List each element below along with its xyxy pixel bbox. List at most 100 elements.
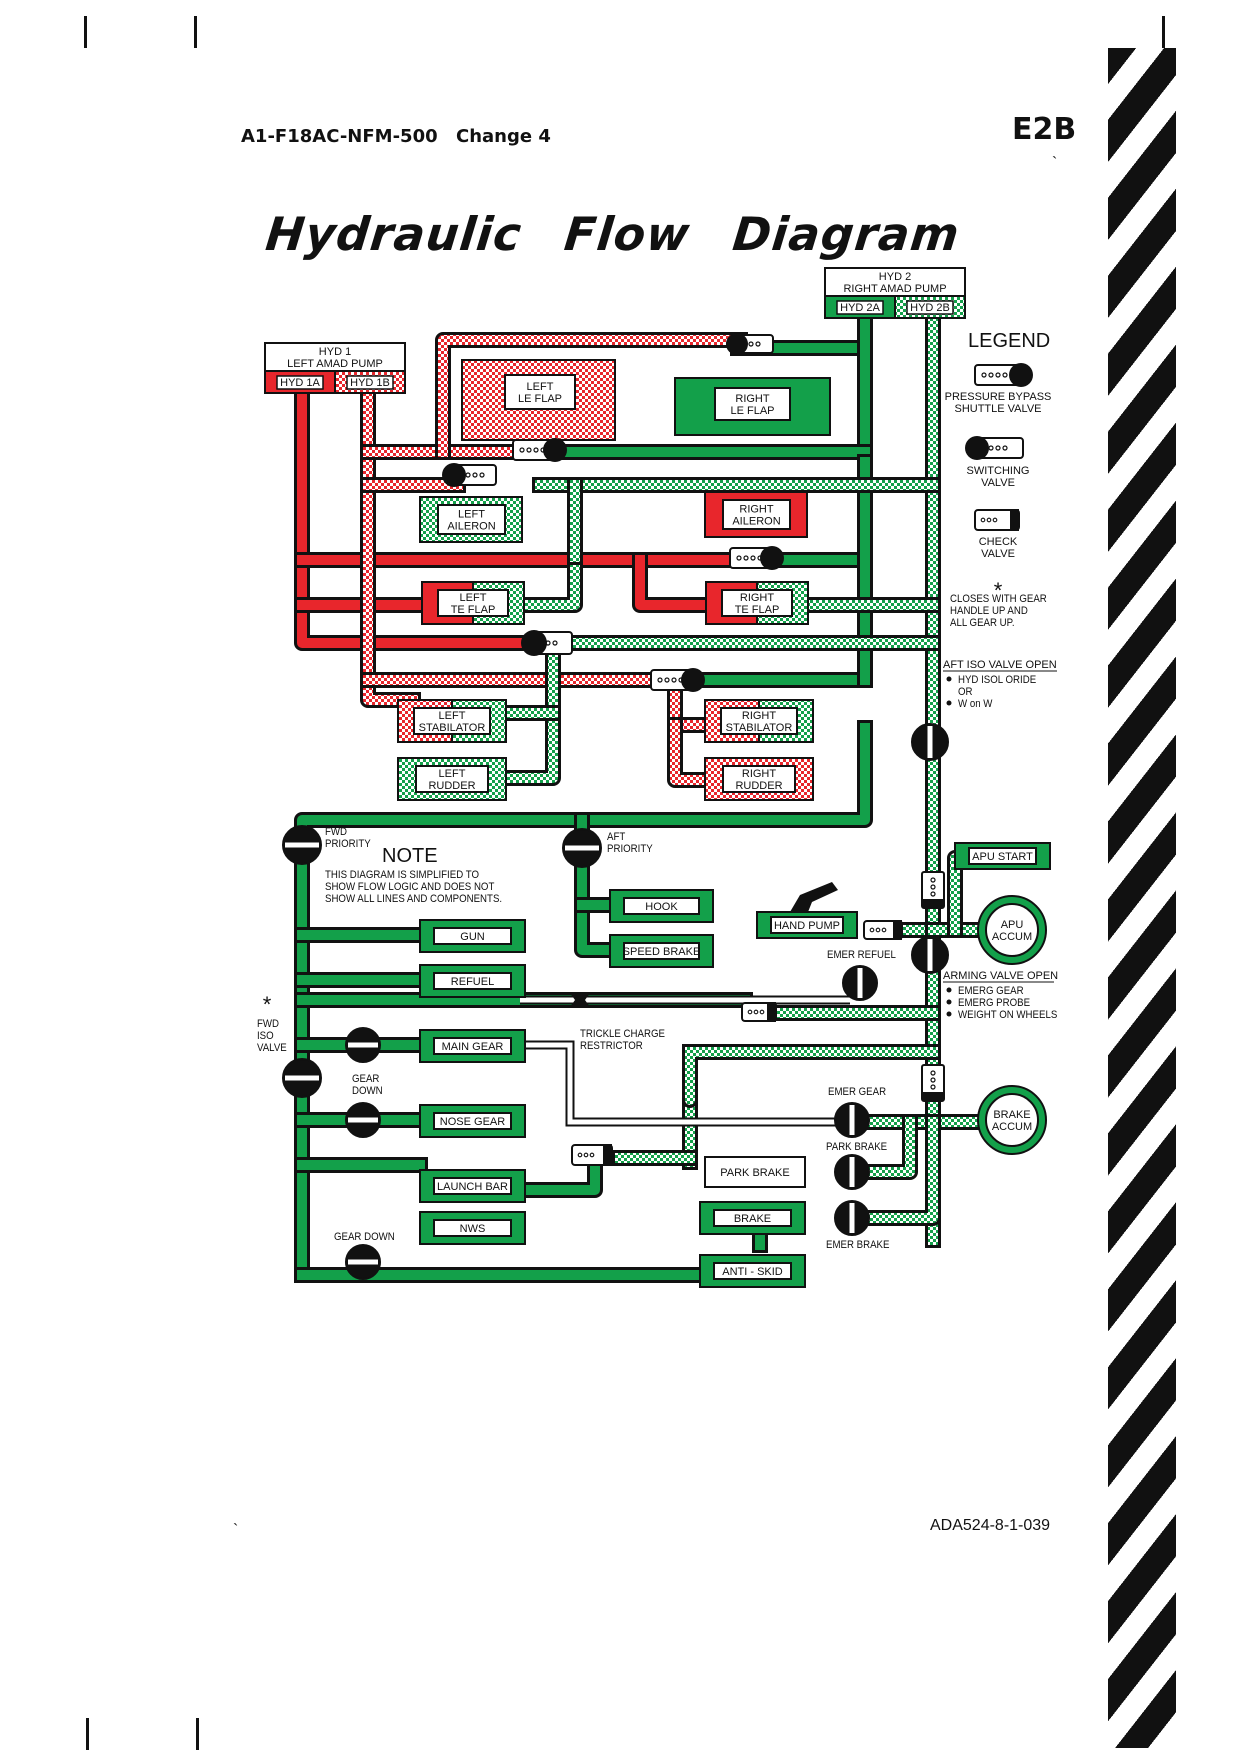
- hand-pump-check-valve: [864, 920, 902, 940]
- svg-text:DOWN: DOWN: [352, 1086, 383, 1098]
- svg-text:PRIORITY: PRIORITY: [325, 839, 371, 851]
- svg-text:*: *: [263, 992, 272, 1017]
- component-anti-skid-label: ANTI - SKID: [714, 1263, 791, 1279]
- svg-text:SHUTTLE VALVE: SHUTTLE VALVE: [954, 403, 1041, 415]
- svg-text:LEFT: LEFT: [439, 710, 466, 722]
- legend-item-1-label: PRESSURE BYPASSSHUTTLE VALVE: [945, 391, 1052, 415]
- arming-title: ARMING VALVE OPEN: [943, 970, 1058, 982]
- hyd1b-main-line: [368, 392, 413, 700]
- svg-text:RIGHT: RIGHT: [739, 503, 774, 515]
- component-launch-bar-label: LAUNCH BAR: [434, 1178, 511, 1194]
- emer-refuel-valve: [843, 966, 877, 1000]
- aft-priority-valve: [563, 829, 601, 867]
- actuator-right-aileron-label: RIGHTAILERON: [723, 500, 790, 529]
- svg-text:HYD 2B: HYD 2B: [910, 302, 950, 314]
- svg-text:EMER REFUEL: EMER REFUEL: [827, 950, 896, 962]
- nose-gear-check-valve: [572, 1144, 612, 1166]
- gear-down-valve: [346, 1028, 380, 1062]
- component-brake-label: BRAKE: [714, 1210, 791, 1226]
- emer-gear-valve: [835, 1103, 869, 1137]
- fwd-iso-asterisk: *: [263, 992, 272, 1017]
- svg-text:PARK BRAKE: PARK BRAKE: [826, 1142, 887, 1154]
- svg-text:BRAKE: BRAKE: [993, 1109, 1030, 1121]
- svg-text:HYD 1A: HYD 1A: [280, 377, 320, 389]
- fwd-iso-valve: [283, 1059, 321, 1097]
- component-main-gear-label: MAIN GEAR: [434, 1038, 511, 1054]
- svg-text:TE FLAP: TE FLAP: [451, 604, 496, 616]
- emer-brake-label: EMER BRAKE: [826, 1240, 890, 1252]
- fwd-priority-label: FWDPRIORITY: [325, 827, 371, 851]
- svg-text:THIS DIAGRAM IS SIMPLIFIED TO: THIS DIAGRAM IS SIMPLIFIED TO: [325, 870, 479, 882]
- svg-text:RESTRICTOR: RESTRICTOR: [580, 1041, 643, 1053]
- svg-text:TRICKLE CHARGE: TRICKLE CHARGE: [580, 1029, 665, 1041]
- svg-text:EMER GEAR: EMER GEAR: [828, 1087, 886, 1099]
- legend-item-2-label: SWITCHINGVALVE: [967, 465, 1030, 489]
- switching-valve-icon: [965, 436, 1023, 460]
- note-text: THIS DIAGRAM IS SIMPLIFIED TOSHOW FLOW L…: [325, 870, 502, 906]
- svg-text:REFUEL: REFUEL: [451, 976, 494, 988]
- svg-text:RIGHT AMAD PUMP: RIGHT AMAD PUMP: [843, 283, 946, 295]
- svg-text:ISO: ISO: [257, 1031, 274, 1043]
- svg-text:LE FLAP: LE FLAP: [518, 393, 562, 405]
- svg-text:STABILATOR: STABILATOR: [726, 722, 793, 734]
- svg-text:OR: OR: [958, 687, 973, 699]
- emer-brake-valve: [835, 1201, 869, 1235]
- aft-iso-conditions: HYD ISOL ORIDEORW on W: [958, 675, 1036, 711]
- legend-asterisk-note: CLOSES WITH GEARHANDLE UP ANDALL GEAR UP…: [950, 594, 1047, 630]
- actuator-left-le-flap-label: LEFTLE FLAP: [505, 375, 575, 409]
- svg-text:GEAR: GEAR: [352, 1074, 379, 1086]
- svg-text:LEFT: LEFT: [439, 768, 466, 780]
- svg-text:AFT ISO VALVE OPEN: AFT ISO VALVE OPEN: [943, 659, 1057, 671]
- brake-shuttle-valve: [922, 1065, 944, 1101]
- svg-text:LEFT AMAD PUMP: LEFT AMAD PUMP: [287, 358, 383, 370]
- svg-text:LEFT: LEFT: [527, 381, 554, 393]
- emer-refuel-label: EMER REFUEL: [827, 950, 896, 962]
- svg-text:RUDDER: RUDDER: [428, 780, 475, 792]
- actuator-right-stabilator-label: RIGHTSTABILATOR: [721, 708, 797, 734]
- component-hook-label: HOOK: [624, 898, 699, 914]
- trickle-charge-label: TRICKLE CHARGERESTRICTOR: [580, 1029, 665, 1053]
- svg-text:APU: APU: [1001, 919, 1024, 931]
- svg-text:HAND PUMP: HAND PUMP: [774, 920, 840, 932]
- svg-text:CLOSES WITH GEAR: CLOSES WITH GEAR: [950, 594, 1047, 606]
- legend-item-3-label: CHECKVALVE: [979, 536, 1018, 560]
- svg-text:SWITCHING: SWITCHING: [967, 465, 1030, 477]
- svg-text:W on W: W on W: [958, 699, 993, 711]
- actuator-left-stabilator-label: LEFTSTABILATOR: [414, 708, 490, 734]
- svg-text:HYD 2A: HYD 2A: [840, 302, 880, 314]
- gear-down-nose-valve: [346, 1103, 380, 1137]
- svg-text:ACCUM: ACCUM: [992, 1121, 1032, 1133]
- aft-iso-valve: [912, 724, 948, 760]
- svg-text:NOSE GEAR: NOSE GEAR: [440, 1116, 505, 1128]
- note-title: NOTE: [382, 845, 438, 867]
- component-refuel-label: REFUEL: [434, 973, 511, 989]
- svg-text:RUDDER: RUDDER: [735, 780, 782, 792]
- component-apu-accum: APUACCUM: [978, 896, 1046, 964]
- refuel-check-valve: [742, 1002, 776, 1022]
- arming-conditions: EMERG GEAREMERG PROBEWEIGHT ON WHEELS: [958, 986, 1057, 1022]
- svg-text:ARMING VALVE OPEN: ARMING VALVE OPEN: [943, 970, 1058, 982]
- svg-text:AILERON: AILERON: [732, 515, 780, 527]
- check-valve-icon: [975, 509, 1019, 531]
- svg-text:HYD 2: HYD 2: [879, 271, 911, 283]
- component-park-brake: PARK BRAKE: [705, 1157, 805, 1187]
- gear-down-label: GEARDOWN: [352, 1074, 383, 1098]
- component-brake-accum: BRAKEACCUM: [978, 1086, 1046, 1154]
- aft-priority-label: AFTPRIORITY: [607, 832, 653, 856]
- svg-text:CHECK: CHECK: [979, 536, 1018, 548]
- bullet: [947, 677, 952, 682]
- svg-text:SHOW FLOW LOGIC AND DOES NOT: SHOW FLOW LOGIC AND DOES NOT: [325, 882, 495, 894]
- svg-text:RIGHT: RIGHT: [735, 393, 770, 405]
- svg-text:AFT: AFT: [607, 832, 626, 844]
- svg-text:HOOK: HOOK: [645, 901, 678, 913]
- svg-text:LAUNCH BAR: LAUNCH BAR: [437, 1181, 508, 1193]
- svg-text:VALVE: VALVE: [981, 548, 1015, 560]
- emer-gear-label: EMER GEAR: [828, 1087, 886, 1099]
- bullet: [947, 701, 952, 706]
- aileron-shuttle-valve: [442, 463, 496, 487]
- svg-text:PARK BRAKE: PARK BRAKE: [720, 1167, 790, 1179]
- svg-text:SHOW ALL LINES AND COMPONENTS.: SHOW ALL LINES AND COMPONENTS.: [325, 894, 502, 906]
- svg-text:LE FLAP: LE FLAP: [730, 405, 774, 417]
- park-brake-valve: [835, 1155, 869, 1189]
